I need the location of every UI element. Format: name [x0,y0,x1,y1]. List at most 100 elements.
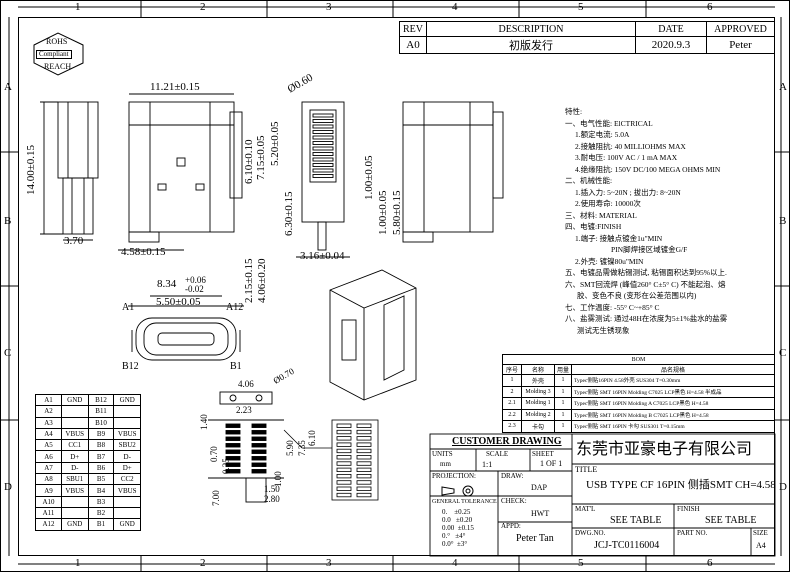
pin-cell: A1 [34,393,63,407]
spec-line: 特性: [565,107,583,116]
rohs-badge-shape [33,32,84,76]
fp-dim-0-25: 0.25 [221,458,231,474]
bom-cell: Molding 3 [521,385,555,398]
bom-cell: 1 [554,374,572,387]
pin-cell [113,405,141,418]
detail-pad [356,429,372,435]
spec-line: 测试无生锈现象 [577,325,630,335]
appd-value: Peter Tan [516,533,554,544]
detail-pad [336,467,352,473]
footprint-pad [251,462,267,467]
bom-cell: Typec侧贴 SMT 16PIN 卡勾 SUS301 T=0.15mm [571,420,775,433]
label-b1: B1 [230,361,242,372]
zone-col-4-bottom: 4 [452,557,458,569]
footprint-pad [251,469,267,474]
pin-cell: GND [113,393,141,407]
fp-dim-2-80: 2.80 [264,494,280,504]
footprint-pad [225,430,241,435]
zone-row-c-right: C [779,347,787,359]
bom-cell: Molding 2 [521,408,555,421]
pin-cell: GND [61,393,89,407]
spec-line: 2.使用寿命: 10000次 [575,199,641,208]
projection-symbol-icon [440,482,480,497]
pin-cell: A6 [34,450,63,463]
zone-row-c: C [4,347,12,359]
size-label: SIZE [753,529,768,537]
date-value: 2020.9.3 [635,36,707,54]
pin-cell: B10 [87,416,115,429]
detail-pad [336,492,352,498]
spec-line: 二、机械性能: [565,176,613,185]
detail-pad [336,486,352,491]
footprint-pad [225,462,241,467]
footprint-pad [225,436,241,441]
dim-2-15: 2.15±0.15 [243,258,255,303]
spec-line: 七、工作温度: -55° C~+85° C [565,302,660,312]
contact-pin [312,152,334,156]
zone-col-1: 1 [75,1,81,13]
view-pad-detail [283,419,379,501]
contact-pin [312,135,334,140]
spec-line: 三、材料: MATERIAL [565,210,637,220]
detail-pad [356,467,372,473]
pin-cell: VBUS [61,484,89,497]
finish-label: FINISH [677,505,700,513]
pin-cell [61,416,89,429]
bom-title: BOM [502,354,775,365]
bom-cell: 外壳 [521,374,555,387]
detail-pad [336,461,352,466]
bom-cell: 1 [554,385,572,398]
dim-5-50: 5.50±0.05 [156,296,201,308]
contact-pin [312,130,334,134]
bom-cell: 1 [554,397,572,410]
contact-pin [312,141,334,145]
spec-line: 五、电镀品需做粘锡测试, 粘锡面积达到95%以上. [565,268,727,277]
pin-cell: B8 [87,439,115,452]
fp-dim-1-40: 1.40 [199,414,209,430]
zone-col-1-bottom: 1 [75,557,81,569]
reach-label: REACH [44,62,72,71]
detail-pad [356,461,372,466]
pin-cell: D- [61,461,89,475]
dim-8-34-plus: +0.06 [185,275,206,285]
contact-pin [312,157,334,162]
label-b12: B12 [122,361,139,372]
zone-col-2-bottom: 2 [200,557,206,569]
pin-cell: GND [61,518,89,531]
pin-cell: B2 [87,506,115,520]
detail-pad [356,473,372,479]
zone-col-4: 4 [452,1,458,13]
pin-cell [113,506,141,520]
pin-cell [113,495,141,508]
dim-6-10: 6.10±0.10 [243,139,255,184]
bom-header-spec: 品名规格 [571,364,775,375]
pin-cell: A2 [34,405,63,418]
contact-pin [312,174,334,178]
pin-cell: B1 [87,518,115,531]
dwg-value: JCJ-TC0116004 [594,540,660,551]
pin-cell: SBU1 [61,473,89,486]
dwg-label: DWG.NO. [575,529,606,537]
bom-cell: 1 [502,374,522,387]
spec-line: 胶、变色不良 (变形在公差范围以内) [577,291,697,300]
zone-row-b: B [4,215,12,227]
pin-cell: A3 [34,416,63,429]
rev-value: A0 [399,36,427,54]
pin-cell: A12 [34,518,63,531]
part-label: PART NO. [677,529,708,537]
footprint-pad [251,449,267,454]
footprint-pad [251,430,267,435]
detail-pad [336,448,352,454]
sheet-value: 1 OF 1 [540,459,563,468]
approved-header: APPROVED [706,21,775,37]
bom-cell: Typec侧贴16PIN 4.58外壳 SUS304 T=0.30mm [571,374,775,387]
fp-dim-6-10: 6.10 [307,430,317,446]
pin-cell: B3 [87,495,115,508]
